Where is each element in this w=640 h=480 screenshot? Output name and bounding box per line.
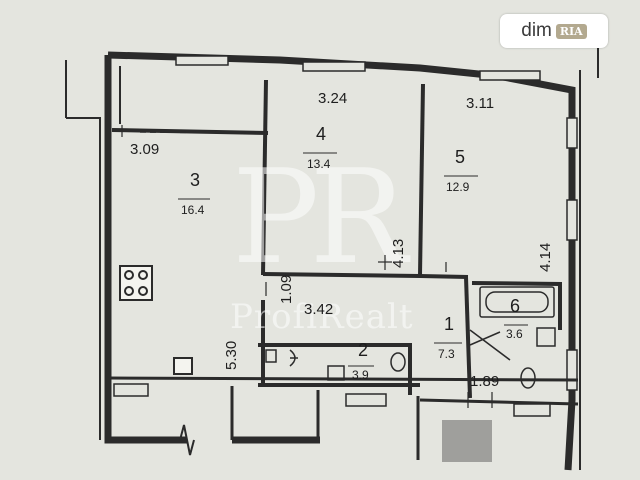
- obscured-area: [442, 420, 492, 462]
- room-2-area: 3.9: [352, 368, 369, 382]
- dimria-badge: dim RIA: [500, 14, 608, 48]
- room-5-area: 12.9: [446, 180, 470, 194]
- dim-room5-width: 3.11: [466, 95, 494, 112]
- bath-sink-icon: [520, 327, 556, 389]
- windows: [175, 55, 578, 391]
- room-5-number: 5: [455, 147, 465, 167]
- kitchen-sink-icon: [173, 357, 193, 375]
- dimension-ticks: [121, 125, 493, 408]
- bathtub-icon: [479, 286, 555, 318]
- interior-walls: [111, 79, 562, 399]
- loggia: [107, 376, 579, 460]
- room-1-number: 1: [444, 314, 454, 334]
- watermark-text: ProfiRealt: [230, 297, 414, 337]
- dim-room4-width: 3.24: [318, 90, 347, 107]
- dim-corridor-width: 1.09: [278, 275, 295, 304]
- room-3-area: 16.4: [181, 203, 205, 217]
- watermark-monogram: PR: [232, 141, 410, 293]
- toilet-icon: [327, 352, 406, 381]
- room-4-area: 13.4: [307, 157, 331, 171]
- badge-brand-suffix: RIA: [555, 23, 587, 39]
- dim-room3-width: 3.09: [130, 141, 159, 158]
- loggia-radiators: [113, 383, 551, 417]
- dim-bath-length: 3.42: [304, 301, 333, 318]
- dim-room4-length: 4.13: [390, 239, 407, 268]
- room-3-number: 3: [190, 170, 200, 190]
- break-mark: [179, 424, 195, 456]
- outer-facade: [65, 20, 599, 470]
- room-4-number: 4: [316, 124, 326, 144]
- room-1-area: 7.3: [438, 347, 455, 361]
- door-swing: [469, 329, 511, 361]
- badge-brand: dim: [521, 20, 552, 41]
- dim-room3-length: 5.30: [223, 341, 240, 370]
- dim-hall-width: 1.89: [470, 373, 499, 390]
- kitchen-partition: [139, 131, 266, 134]
- dim-room5-length: 4.14: [537, 243, 554, 272]
- room-6-number: 6: [510, 296, 520, 316]
- stove-icon: [119, 265, 153, 301]
- room-2-number: 2: [358, 340, 368, 360]
- room-6-area: 3.6: [506, 327, 523, 341]
- washbasin-icon: [265, 349, 298, 367]
